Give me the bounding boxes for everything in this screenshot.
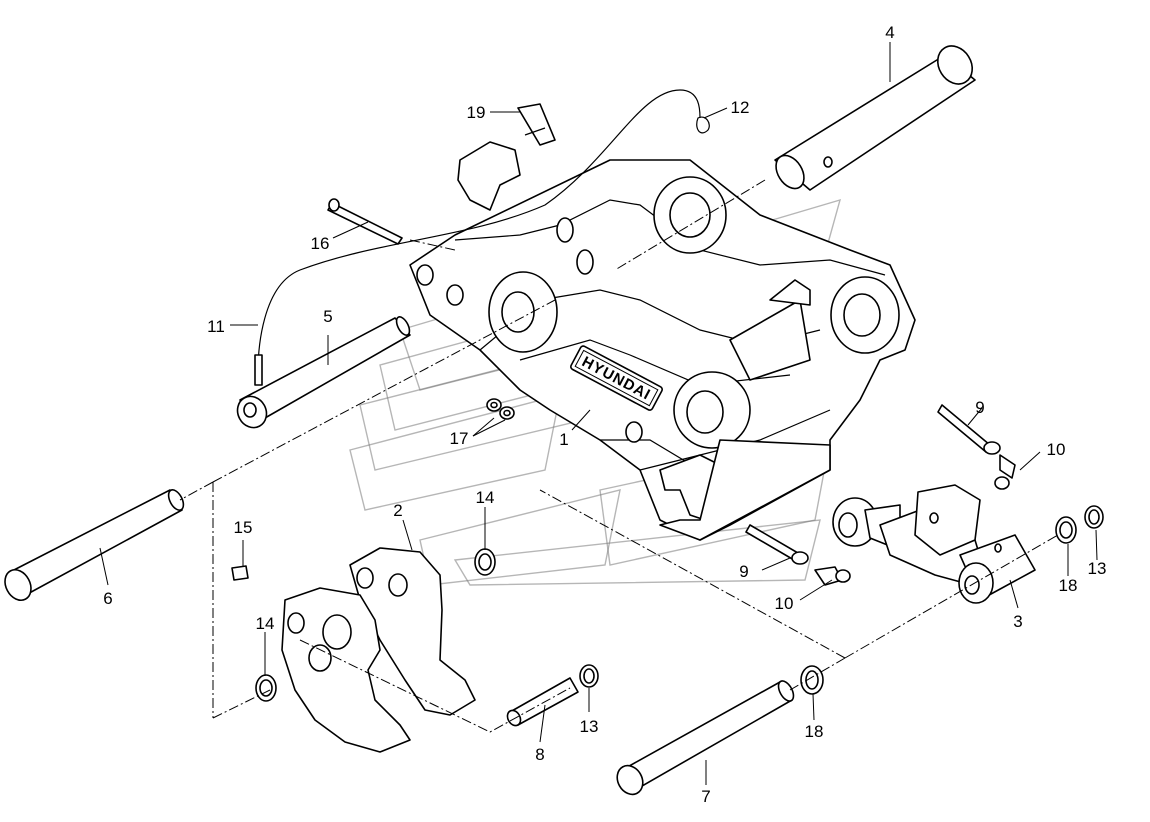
callout-5: 5 [323, 307, 332, 326]
callout-8: 8 [535, 745, 544, 764]
callout-4: 4 [885, 23, 894, 42]
callout-6: 6 [103, 589, 112, 608]
alignment-lines [179, 179, 1059, 733]
callout-10a: 10 [1047, 440, 1066, 459]
callout-2: 2 [393, 501, 402, 520]
callout-13a: 13 [580, 717, 599, 736]
callout-1: 1 [559, 430, 568, 449]
pin-6 [4, 489, 185, 602]
callout-10b: 10 [775, 594, 794, 613]
callout-7: 7 [701, 787, 710, 806]
cylinder-3 [832, 484, 1036, 604]
callout-18a: 18 [1059, 576, 1078, 595]
callout-9b: 9 [739, 562, 748, 581]
fittings [745, 404, 1016, 586]
callout-16: 16 [311, 234, 330, 253]
callout-19: 19 [467, 103, 486, 122]
callout-14a: 14 [476, 488, 495, 507]
callout-12: 12 [731, 98, 750, 117]
grease-nipple-15 [231, 565, 249, 581]
pin-8 [506, 677, 579, 727]
callout-13b: 13 [1088, 559, 1107, 578]
snap-rings [255, 505, 1104, 702]
callout-leaders [99, 42, 1098, 785]
callout-labels: 1 2 3 4 5 6 7 8 9 9 10 10 11 12 13 13 14… [103, 23, 1106, 806]
callout-9a: 9 [975, 398, 984, 417]
lanyard-cable-11 [254, 89, 701, 386]
coupler-frame: HYUNDAI [409, 141, 916, 541]
callout-15: 15 [234, 518, 253, 537]
callout-18b: 18 [805, 722, 824, 741]
hook-plates-2 [281, 547, 476, 753]
r-pin-12 [696, 116, 710, 134]
callout-11: 11 [207, 317, 225, 336]
bolt-16 [327, 198, 403, 245]
callout-3: 3 [1013, 612, 1022, 631]
clip-19 [517, 103, 556, 146]
pin-7 [616, 680, 795, 796]
callout-14b: 14 [256, 614, 275, 633]
pin-4 [774, 45, 976, 191]
callout-17: 17 [450, 429, 469, 448]
nuts-17 [486, 398, 515, 420]
pin-5 [236, 316, 411, 429]
